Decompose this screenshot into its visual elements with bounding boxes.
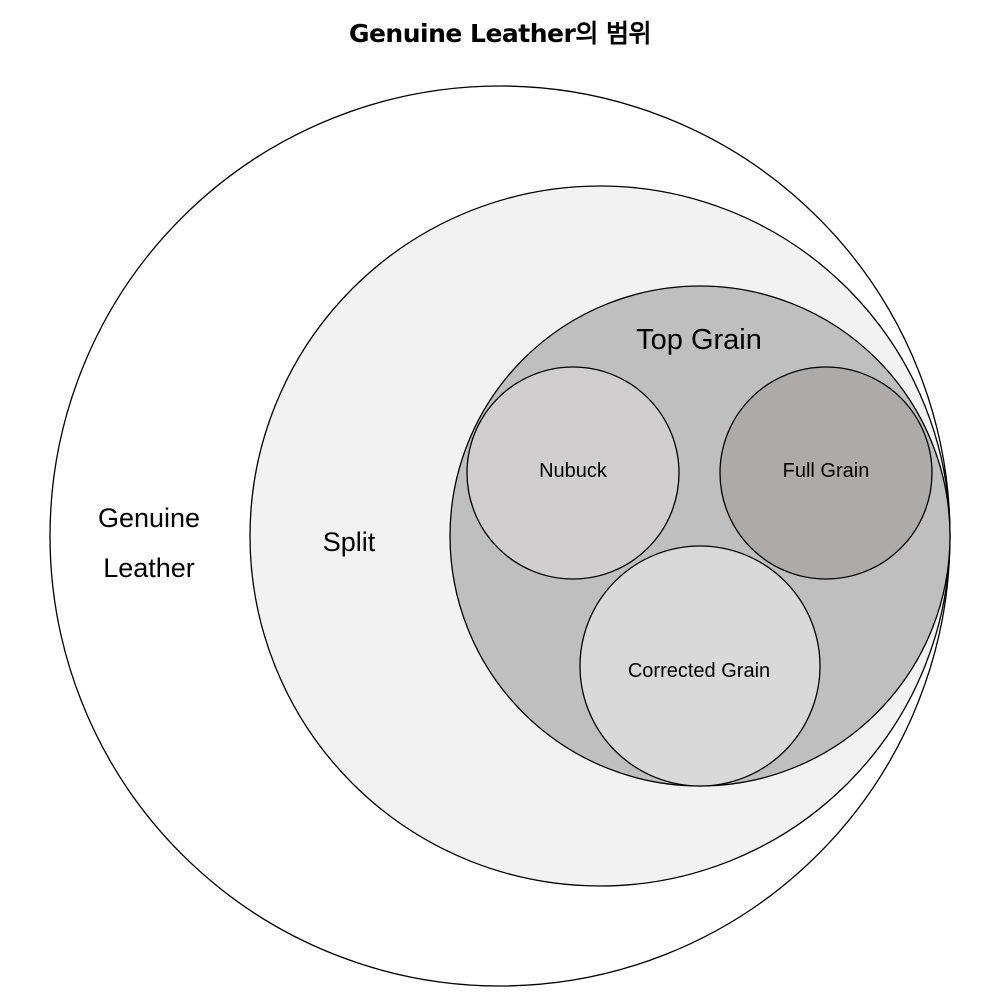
genuine-leather-label-line2: Leather bbox=[103, 553, 195, 583]
top-grain-label: Top Grain bbox=[636, 324, 762, 356]
full-grain-circle bbox=[719, 366, 933, 580]
genuine-leather-label-line1: Genuine bbox=[98, 503, 200, 533]
corrected-grain-circle bbox=[579, 545, 821, 787]
split-label: Split bbox=[323, 527, 376, 557]
full-grain-label: Full Grain bbox=[783, 460, 870, 482]
nubuck-label: Nubuck bbox=[539, 460, 608, 482]
nubuck-circle bbox=[466, 366, 680, 580]
diagram-title: Genuine Leather의 범위 bbox=[348, 19, 652, 48]
corrected-grain-label: Corrected Grain bbox=[628, 660, 770, 682]
